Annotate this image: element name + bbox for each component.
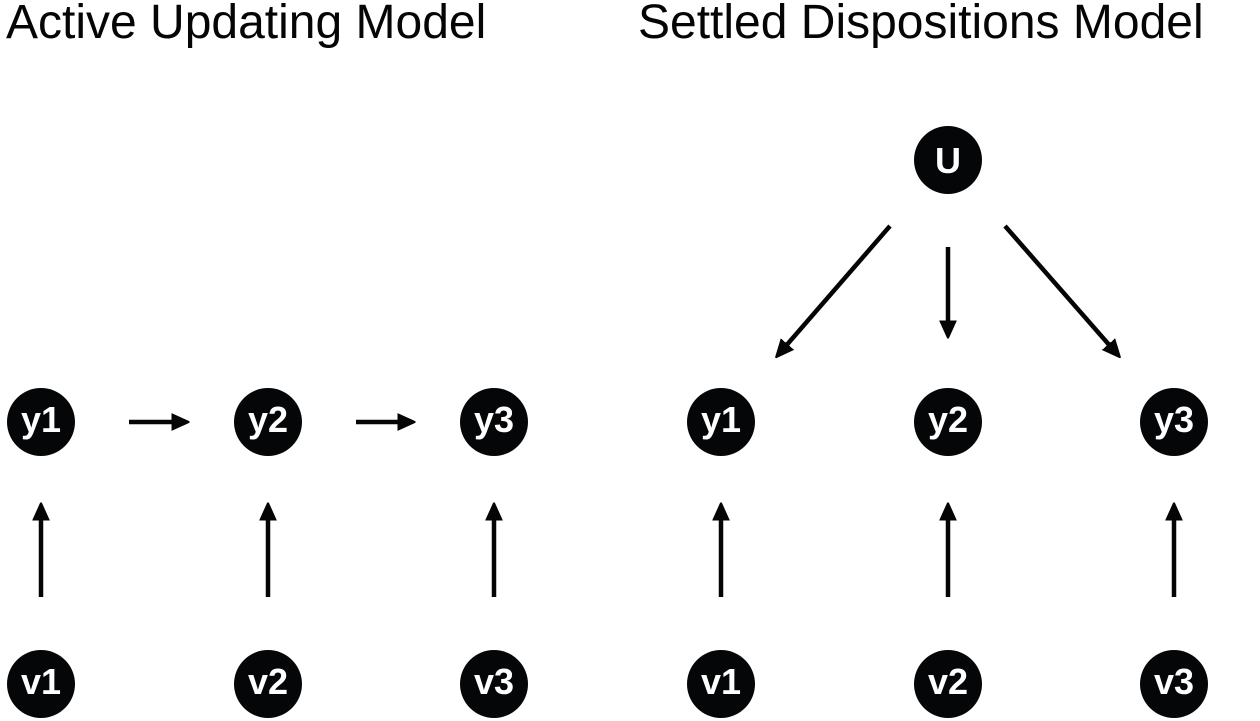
- right-node-y1: y1: [687, 388, 755, 456]
- right-node-y1-circle: [687, 388, 755, 456]
- right-node-U-circle: [914, 126, 982, 194]
- right-node-y3-label: y3: [1154, 399, 1194, 440]
- left-node-y2-label: y2: [248, 399, 288, 440]
- left-node-v3-label: v3: [474, 661, 514, 702]
- left-node-v3-circle: [460, 650, 528, 718]
- right-node-v3: v3: [1140, 650, 1208, 718]
- right-node-v2: v2: [914, 650, 982, 718]
- right-node-v1-label: v1: [701, 661, 741, 702]
- left-node-y2: y2: [234, 388, 302, 456]
- right-node-U: U: [914, 126, 982, 194]
- left-node-v3: v3: [460, 650, 528, 718]
- right-node-v1: v1: [687, 650, 755, 718]
- left-node-y1-label: y1: [21, 399, 61, 440]
- right-node-v3-label: v3: [1154, 661, 1194, 702]
- left-node-y3-circle: [460, 388, 528, 456]
- left-node-y2-circle: [234, 388, 302, 456]
- right-node-v3-circle: [1140, 650, 1208, 718]
- left-node-y3: y3: [460, 388, 528, 456]
- right-node-y2: y2: [914, 388, 982, 456]
- right-edge-U-to-y1-arrow: [778, 224, 892, 355]
- settled-dispositions-model-title: Settled Dispositions Model: [638, 0, 1204, 49]
- right-node-y3-circle: [1140, 388, 1208, 456]
- left-node-v1: v1: [7, 650, 75, 718]
- right-node-y3: y3: [1140, 388, 1208, 456]
- right-edge-U-to-y3-arrow: [1003, 224, 1118, 355]
- right-node-U-label: U: [935, 140, 961, 181]
- right-node-v2-label: v2: [928, 661, 968, 702]
- right-node-v2-circle: [914, 650, 982, 718]
- right-node-y2-circle: [914, 388, 982, 456]
- active-updating-model-title: Active Updating Model: [6, 0, 487, 49]
- left-node-y3-label: y3: [474, 399, 514, 440]
- left-node-v1-circle: [7, 650, 75, 718]
- left-node-v2-circle: [234, 650, 302, 718]
- right-node-y1-label: y1: [701, 399, 741, 440]
- right-node-y2-label: y2: [928, 399, 968, 440]
- left-node-y1-circle: [7, 388, 75, 456]
- left-node-v2-label: v2: [248, 661, 288, 702]
- right-node-v1-circle: [687, 650, 755, 718]
- left-node-v2: v2: [234, 650, 302, 718]
- left-node-y1: y1: [7, 388, 75, 456]
- left-node-v1-label: v1: [21, 661, 61, 702]
